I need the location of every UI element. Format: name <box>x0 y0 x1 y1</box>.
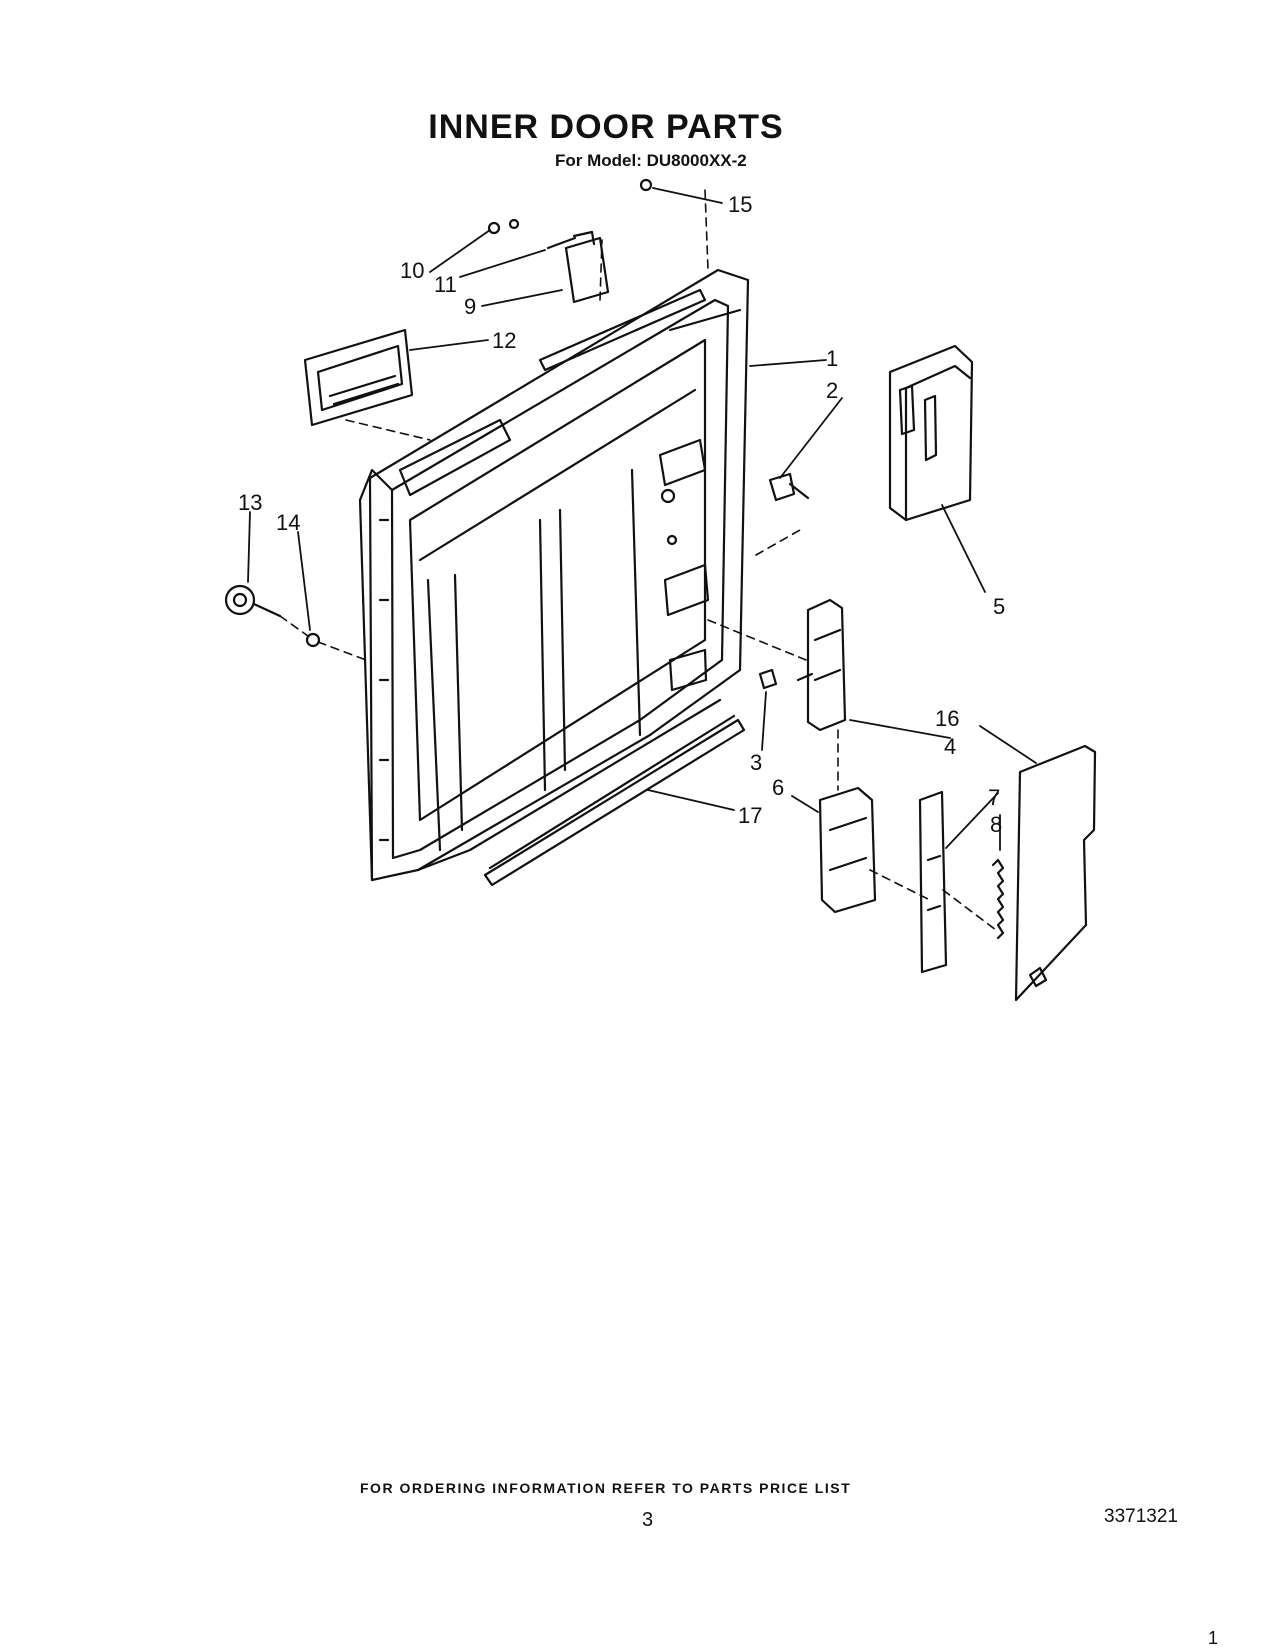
page-number: 3 <box>642 1509 654 1531</box>
hinge-screw-part <box>768 472 810 502</box>
callout-8: 8 <box>990 812 1002 837</box>
callout-4: 4 <box>944 734 956 759</box>
callout-12: 12 <box>492 328 516 353</box>
callout-15: 15 <box>728 192 752 217</box>
callout-9: 9 <box>464 294 476 319</box>
callout-3: 3 <box>750 750 762 775</box>
model-subtitle: For Model: DU8000XX-2 <box>555 151 747 170</box>
spring-part <box>991 858 1005 940</box>
dispenser-cover-part <box>564 230 610 304</box>
corner-mark: 1 <box>1208 1628 1219 1648</box>
callout-16: 16 <box>935 706 959 731</box>
bumper-part <box>758 668 778 690</box>
latch-cover-part <box>1014 744 1097 1002</box>
page-title: INNER DOOR PARTS <box>428 108 784 146</box>
callout-2: 2 <box>826 378 838 403</box>
ordering-note: FOR ORDERING INFORMATION REFER TO PARTS … <box>360 1480 852 1496</box>
vent-grille-part <box>303 328 414 427</box>
callout-10: 10 <box>400 258 424 283</box>
inner-door-panel <box>358 268 750 882</box>
callout-17: 17 <box>738 803 762 828</box>
door-seal-part <box>483 714 746 887</box>
knob-and-clip-parts <box>224 584 321 648</box>
callout-6: 6 <box>772 775 784 800</box>
callout-11: 11 <box>434 272 457 297</box>
callout-13: 13 <box>238 490 262 515</box>
latch-base-part <box>818 786 877 914</box>
small-fasteners <box>487 178 653 250</box>
document-part-number: 3371321 <box>1104 1506 1178 1527</box>
module-box-part <box>888 344 974 522</box>
callout-14: 14 <box>276 510 300 535</box>
latch-slide-part <box>918 790 948 974</box>
callout-7: 7 <box>988 785 1000 810</box>
callout-5: 5 <box>993 594 1005 619</box>
latch-assembly-part <box>796 598 847 732</box>
callout-1: 1 <box>826 346 838 371</box>
